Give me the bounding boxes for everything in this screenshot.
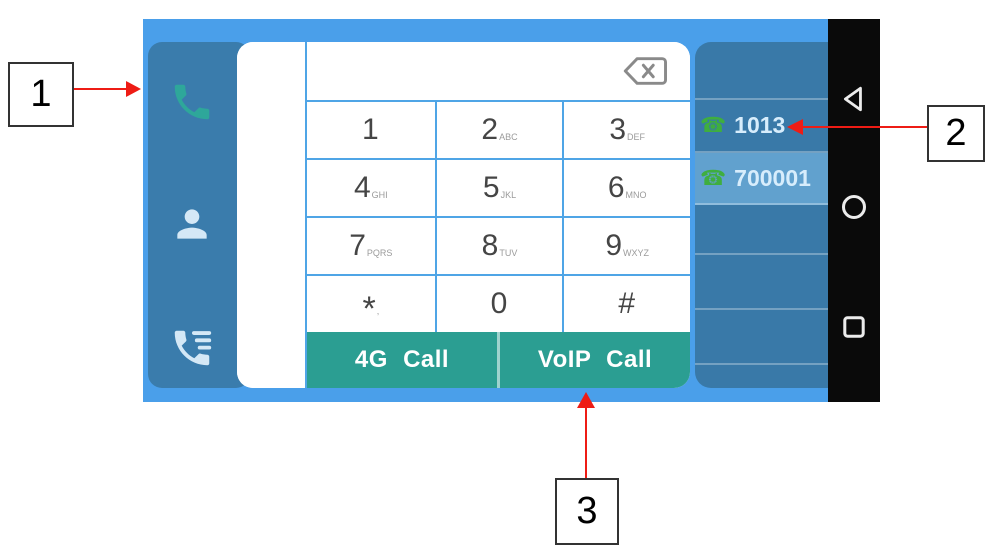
callout-box-2: 2 bbox=[927, 105, 985, 162]
sidebar-tab-contacts[interactable] bbox=[148, 190, 236, 262]
callout-box-1: 1 bbox=[8, 62, 74, 127]
call-log-icon bbox=[169, 325, 215, 376]
dial-number-display[interactable] bbox=[307, 42, 690, 100]
callout-arrow-2 bbox=[802, 126, 927, 128]
key-hash[interactable]: # bbox=[562, 274, 690, 332]
account-row-empty bbox=[695, 205, 828, 255]
home-circle-icon bbox=[840, 193, 868, 226]
backspace-icon[interactable] bbox=[622, 55, 668, 87]
recents-button[interactable] bbox=[828, 309, 880, 349]
phone-icon bbox=[169, 79, 215, 130]
callout-label: 3 bbox=[576, 490, 598, 532]
person-icon bbox=[170, 202, 214, 251]
callout-label: 2 bbox=[945, 112, 967, 154]
desk-phone-icon: ☎ bbox=[700, 114, 727, 137]
voip-call-button[interactable]: VoIP Call bbox=[537, 346, 653, 373]
account-row-empty bbox=[695, 255, 828, 310]
account-row-1013[interactable]: ☎ 1013 bbox=[695, 100, 828, 153]
account-row-700001[interactable]: ☎ 700001 bbox=[695, 153, 828, 205]
callout-arrowhead-left-icon bbox=[787, 119, 803, 135]
dialer-left-gutter bbox=[237, 42, 305, 388]
android-navbar bbox=[828, 19, 880, 402]
key-star[interactable]: *, bbox=[307, 274, 435, 332]
back-button[interactable] bbox=[828, 81, 880, 121]
key-0[interactable]: 0 bbox=[434, 274, 563, 332]
home-button[interactable] bbox=[828, 189, 880, 229]
recents-square-icon bbox=[841, 314, 867, 345]
callout-arrow-3 bbox=[585, 407, 587, 478]
call-button-divider bbox=[497, 332, 500, 388]
sidebar-tab-dialer[interactable] bbox=[148, 68, 236, 140]
callout-arrowhead-right-icon bbox=[126, 81, 141, 97]
account-row-empty bbox=[695, 365, 828, 386]
callout-label: 1 bbox=[30, 73, 52, 115]
desk-phone-icon: ☎ bbox=[700, 166, 727, 190]
account-row-empty bbox=[695, 42, 828, 100]
callout-box-3: 3 bbox=[555, 478, 619, 545]
callout-arrowhead-up-icon bbox=[577, 392, 595, 408]
account-row-empty bbox=[695, 310, 828, 365]
sidebar bbox=[148, 42, 250, 388]
account-number: 1013 bbox=[734, 112, 786, 138]
key-1[interactable]: 1 bbox=[307, 100, 435, 158]
account-number: 700001 bbox=[734, 164, 811, 191]
sidebar-tab-call-log[interactable] bbox=[148, 314, 236, 386]
call-button-row: 4G Call VoIP Call bbox=[307, 332, 690, 388]
accounts-panel: ☎ 1013 ☎ 700001 bbox=[695, 42, 828, 388]
callout-arrow-1 bbox=[72, 88, 126, 90]
4g-call-button[interactable]: 4G Call bbox=[354, 346, 450, 373]
back-triangle-icon bbox=[841, 85, 867, 118]
